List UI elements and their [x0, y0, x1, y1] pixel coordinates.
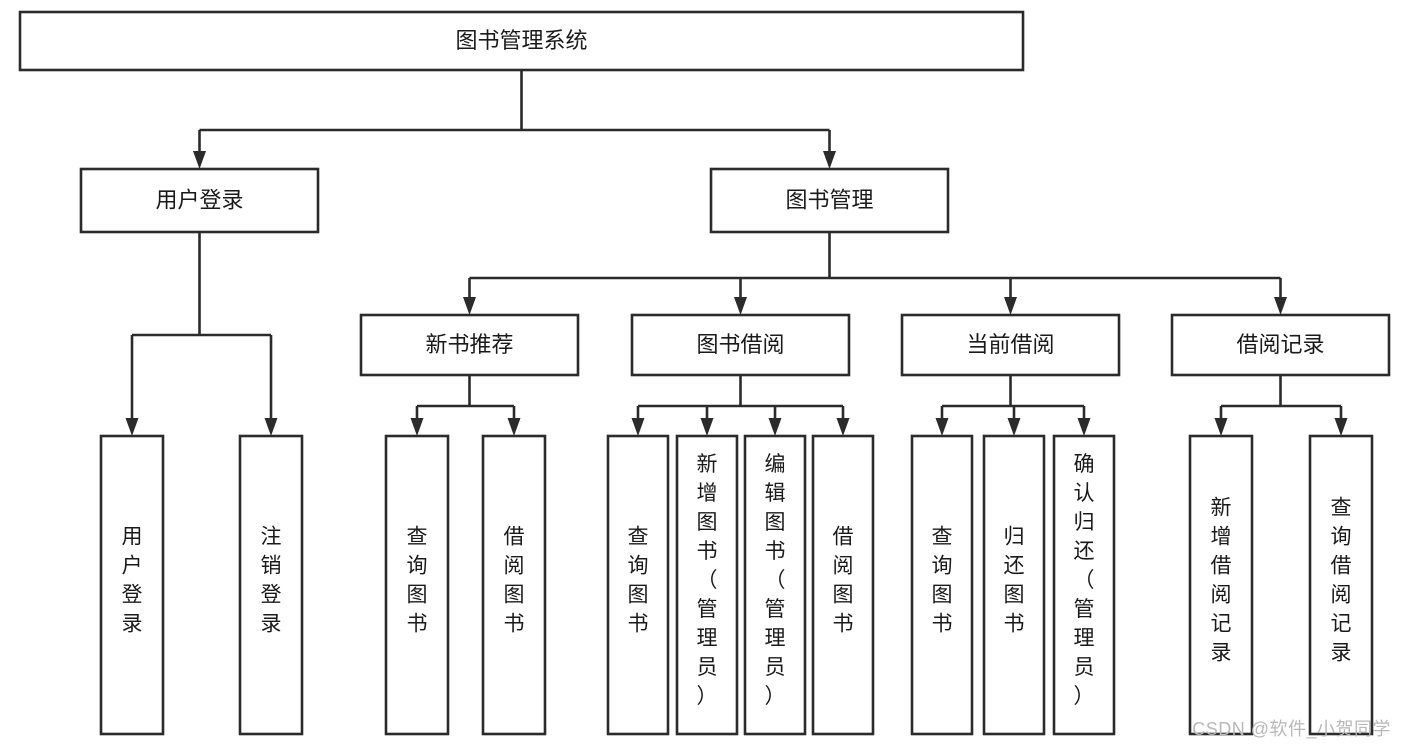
arrow-head-icon	[193, 151, 206, 169]
node-leaf-cb-query[interactable]: 查询图书	[910, 434, 974, 736]
node-leaf-rec-borrow[interactable]: 借阅图书	[481, 434, 547, 736]
arrow-head-icon	[734, 297, 747, 315]
node-label: 借阅记录	[1236, 332, 1324, 357]
node-box	[709, 167, 950, 234]
node-leaf-rec-query[interactable]: 查询图书	[384, 434, 450, 736]
node-label: 注销登录	[261, 526, 282, 636]
node-label: 确认归还（管理员）	[1074, 453, 1095, 708]
watermark: CSDN @软件_小贺同学	[1192, 719, 1391, 739]
arrow-head-icon	[1004, 297, 1017, 315]
node-label: 查询图书	[932, 526, 953, 636]
node-leaf-cb-confirm[interactable]: 确认归还（管理员）	[1052, 434, 1116, 736]
node-box	[1188, 434, 1254, 736]
connectors-layer	[125, 70, 1348, 436]
node-label: 归还图书	[1004, 526, 1025, 636]
arrow-head-icon	[1274, 297, 1287, 315]
arrow-head-icon	[935, 418, 949, 436]
arrow-head-icon	[1214, 418, 1228, 436]
arrow-head-icon	[1077, 418, 1091, 436]
node-new-book-rec[interactable]: 新书推荐	[359, 313, 580, 377]
node-label: 图书管理系统	[455, 28, 587, 53]
node-leaf-bb-edit[interactable]: 编辑图书（管理员）	[743, 434, 807, 736]
node-label: 查询图书	[407, 526, 428, 636]
arrow-head-icon	[768, 418, 782, 436]
node-box	[359, 313, 580, 377]
arrow-head-icon	[1007, 418, 1021, 436]
node-box	[811, 434, 875, 736]
node-box	[79, 167, 320, 234]
node-box	[606, 434, 670, 736]
arrow-head-icon	[836, 418, 850, 436]
node-box	[675, 434, 739, 736]
arrow-head-icon	[264, 418, 278, 436]
node-borrow-record[interactable]: 借阅记录	[1170, 313, 1391, 377]
arrow-head-icon	[631, 418, 645, 436]
arrow-head-icon	[125, 418, 139, 436]
node-leaf-br-add[interactable]: 新增借阅记录	[1188, 434, 1254, 736]
node-leaf-br-query[interactable]: 查询借阅记录	[1308, 434, 1374, 736]
arrow-head-icon	[507, 418, 521, 436]
node-box	[1170, 313, 1391, 377]
node-box	[384, 434, 450, 736]
node-box	[910, 434, 974, 736]
node-label: 借阅图书	[504, 526, 525, 636]
node-box	[630, 313, 851, 377]
node-box	[99, 434, 165, 736]
node-leaf-bb-add[interactable]: 新增图书（管理员）	[675, 434, 739, 736]
arrow-head-icon	[463, 297, 476, 315]
node-label: 新增图书（管理员）	[697, 453, 718, 708]
node-leaf-logout[interactable]: 注销登录	[238, 434, 304, 736]
node-label: 编辑图书（管理员）	[765, 453, 786, 708]
node-current-borrow[interactable]: 当前借阅	[900, 313, 1121, 377]
node-label: 新增借阅记录	[1211, 497, 1232, 665]
node-box	[982, 434, 1046, 736]
node-leaf-cb-return[interactable]: 归还图书	[982, 434, 1046, 736]
arrow-head-icon	[410, 418, 424, 436]
node-label: 图书管理	[785, 187, 873, 212]
node-box	[900, 313, 1121, 377]
arrow-head-icon	[1334, 418, 1348, 436]
node-book-mgmt[interactable]: 图书管理	[709, 167, 950, 234]
node-box	[481, 434, 547, 736]
node-leaf-user-login[interactable]: 用户登录	[99, 434, 165, 736]
nodes-layer: 图书管理系统用户登录图书管理新书推荐图书借阅当前借阅借阅记录用户登录注销登录查询…	[18, 10, 1391, 736]
arrow-head-icon	[823, 151, 836, 169]
node-label: 当前借阅	[966, 332, 1054, 357]
node-book-borrow[interactable]: 图书借阅	[630, 313, 851, 377]
node-box	[238, 434, 304, 736]
node-label: 新书推荐	[425, 332, 513, 357]
node-user-login[interactable]: 用户登录	[79, 167, 320, 234]
node-label: 查询图书	[628, 526, 649, 636]
node-box	[1308, 434, 1374, 736]
node-root[interactable]: 图书管理系统	[18, 10, 1025, 72]
node-label: 图书借阅	[696, 332, 784, 357]
node-label: 借阅图书	[833, 526, 854, 636]
node-label: 用户登录	[155, 187, 243, 212]
node-box	[1052, 434, 1116, 736]
node-box	[743, 434, 807, 736]
arrow-head-icon	[700, 418, 714, 436]
node-leaf-bb-borrow[interactable]: 借阅图书	[811, 434, 875, 736]
node-box	[18, 10, 1025, 72]
node-leaf-bb-query[interactable]: 查询图书	[606, 434, 670, 736]
node-label: 查询借阅记录	[1331, 497, 1352, 665]
node-label: 用户登录	[122, 526, 143, 636]
